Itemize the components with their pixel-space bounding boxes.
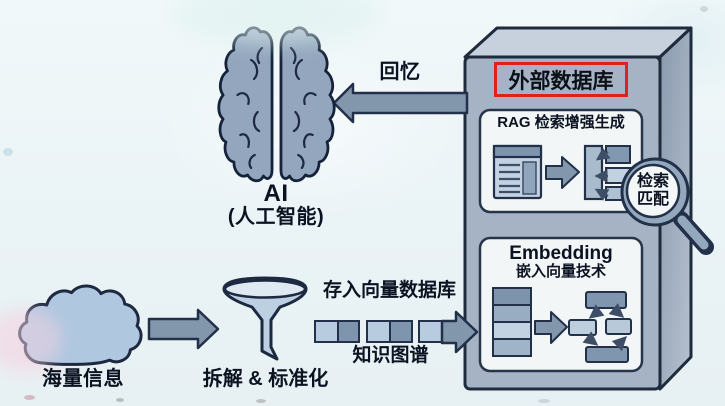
noise-speck <box>256 399 266 403</box>
embedding-subtitle: 嵌入向量技术 <box>515 263 606 280</box>
noise-speck <box>3 148 13 156</box>
noise-speck <box>116 398 124 402</box>
store-vector-label: 存入向量数据库 <box>322 280 456 301</box>
ai-sublabel: (人工智能) <box>227 206 325 228</box>
database-stack-icon <box>492 287 532 357</box>
arrow-right-icon <box>534 311 568 344</box>
cloud-label: 海量信息 <box>42 368 124 390</box>
brain-icon <box>219 28 334 181</box>
external-db-title: 外部数据库 <box>494 62 628 97</box>
recall-arrow-left-icon <box>332 82 469 124</box>
magnifier-label-line2: 匹配 <box>636 191 669 208</box>
embedding-card <box>478 236 644 373</box>
document-icon <box>492 144 543 200</box>
noise-speck <box>700 6 708 12</box>
knowledge-graph-label: 知识图谱 <box>352 345 429 366</box>
arrow-right-icon <box>147 308 220 350</box>
knowledge-blocks-icon <box>314 310 479 354</box>
funnel-icon <box>222 276 308 361</box>
magnifier-icon <box>620 157 714 255</box>
arrow-right-icon <box>545 156 580 189</box>
box-top-face <box>463 26 693 59</box>
arrow-right-icon <box>440 310 479 354</box>
rag-title: RAG 检索增强生成 <box>497 114 625 131</box>
magnifier-label: 检索 匹配 <box>626 173 680 209</box>
background-blob <box>0 308 62 370</box>
embedding-title: Embedding <box>509 243 613 264</box>
recall-arrow-label: 回忆 <box>379 61 421 83</box>
noise-speck <box>538 399 550 403</box>
ai-label: AI <box>263 180 289 207</box>
graph-nodes-icon <box>568 291 632 363</box>
magnifier-label-line1: 检索 <box>636 173 669 190</box>
funnel-label: 拆解 & 标准化 <box>202 368 329 390</box>
noise-speck <box>24 395 35 400</box>
